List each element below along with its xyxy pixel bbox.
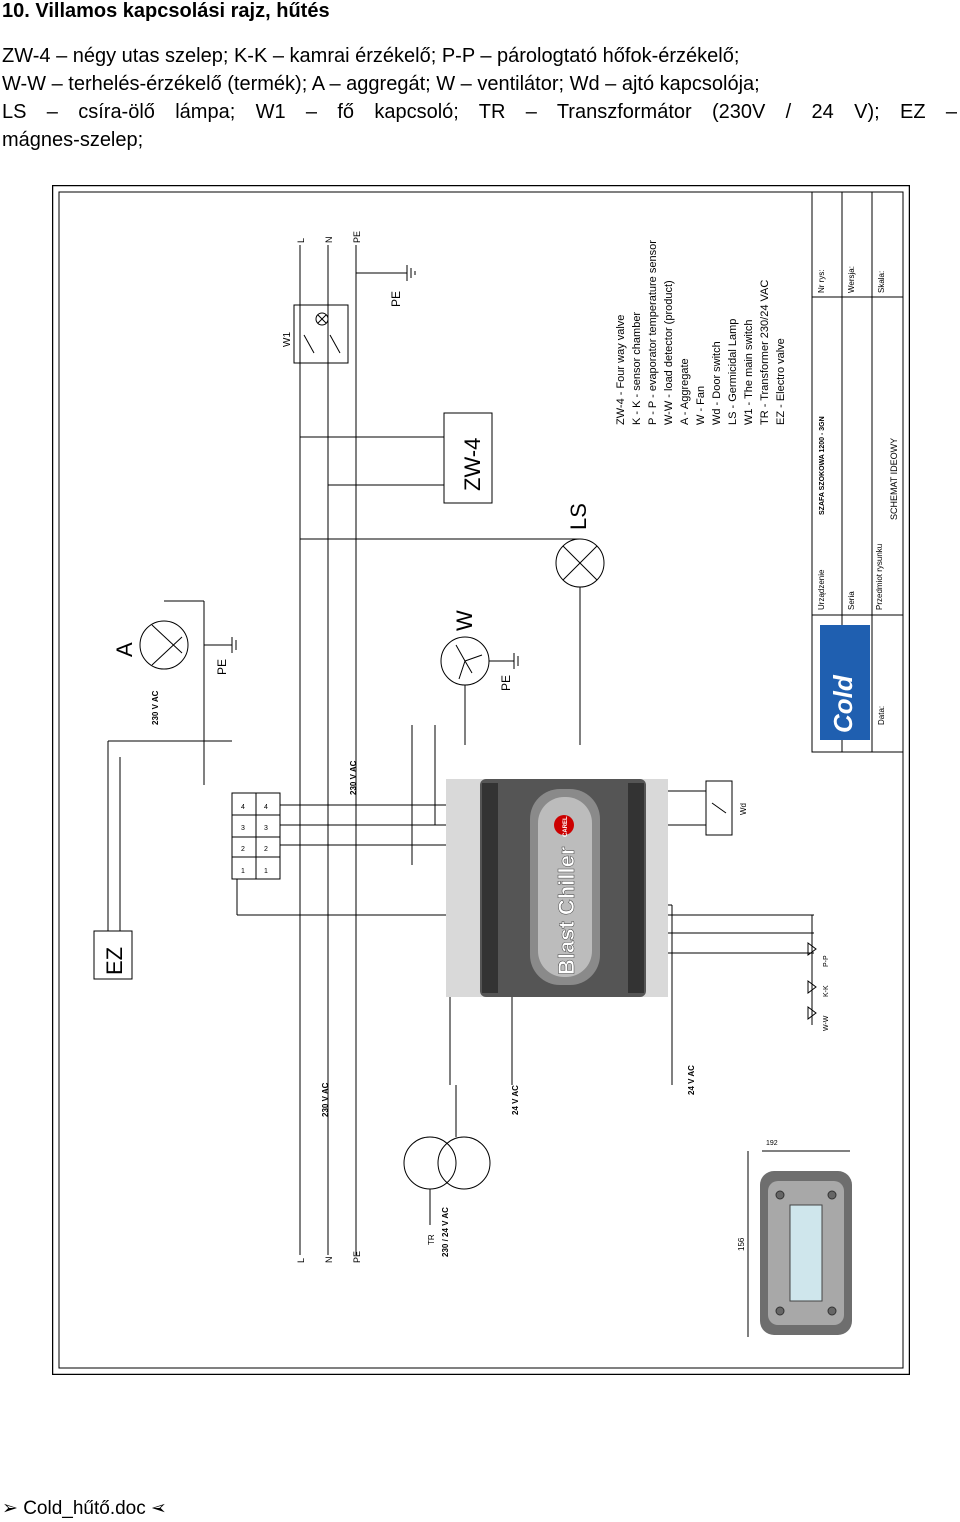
legend-line-1: ZW-4 – négy utas szelep; K-K – kamrai ér… (2, 45, 740, 67)
w1-label: W1 (282, 332, 293, 347)
page-title: 10. Villamos kapcsolási rajz, hűtés (2, 0, 330, 22)
main-switch-w1 (293, 304, 349, 364)
comp-legend-7: Wd - Door switch (711, 341, 723, 425)
pe-label-agg: PE (215, 659, 229, 675)
fan-w (434, 636, 519, 825)
tb-subject-value: SCHEMAT IDEOWY (889, 438, 899, 520)
comp-legend-2: K - K - sensor chamber (631, 312, 643, 425)
four-way-valve-zw4: ZW-4 (300, 412, 493, 504)
component-legend: ZW-4 - Four way valve K - K - sensor cha… (615, 240, 787, 425)
tb-date-label: Data: (877, 706, 886, 725)
footer-arrow-right-icon: ➢ (151, 1498, 167, 1519)
tb-device-label: Urządzenie (817, 569, 826, 610)
tb-device-value: SZAFA SZOKOWA 1200 - 3GN (819, 416, 826, 515)
transformer-tr (403, 1085, 491, 1225)
terminal-3a: 3 (241, 825, 245, 832)
wiring-diagram: Nr rys: Wersja: Skala: Urządzenie SZAFA … (51, 184, 911, 1376)
terminal-4b: 4 (264, 804, 268, 811)
ground-symbol-top (356, 265, 416, 281)
comp-legend-1: ZW-4 - Four way valve (615, 315, 627, 425)
voltage-label-5: 24 V AC (687, 1065, 696, 1095)
tr-label: TR (427, 1234, 436, 1245)
rail-top-pe: PE (352, 231, 362, 243)
comp-legend-9: W1 - The main switch (743, 319, 755, 425)
voltage-label-3: 230 V AC (321, 1082, 330, 1117)
rail-bot-n: N (324, 1257, 334, 1264)
solenoid-valve-ez: EZ (93, 740, 232, 980)
cold-logo (820, 625, 870, 740)
wd-label: Wd (739, 803, 748, 815)
pe-label-fan: PE (499, 675, 513, 691)
dim-top: 192 (766, 1140, 778, 1147)
rail-bot-l: L (296, 1258, 306, 1263)
comp-legend-6: W - Fan (695, 386, 707, 425)
comp-legend-10: TR - Transformer 230/24 VAC (759, 280, 771, 425)
terminal-2b: 2 (264, 846, 268, 853)
comp-legend-11: EZ - Electro valve (775, 338, 787, 425)
aggregate-a (139, 600, 237, 785)
tb-nr-label: Nr rys: (817, 269, 826, 293)
zw4-label: ZW-4 (460, 438, 485, 491)
sensor-pp-label: P-P (823, 955, 830, 967)
blast-chiller-controller: Blast Chiller CAREL (446, 779, 668, 997)
tr-rating: 230 / 24 V AC (441, 1207, 450, 1257)
sensor-kk-label: K-K (823, 985, 830, 997)
terminal-4a: 4 (241, 804, 245, 811)
title-block: Nr rys: Wersja: Skala: Urządzenie SZAFA … (811, 191, 904, 753)
comp-legend-5: A - Aggregate (679, 358, 691, 425)
terminal-1a: 1 (241, 868, 245, 875)
voltage-label-4: 24 V AC (511, 1085, 520, 1115)
tb-subject-label: Przedmiot rysunku (875, 544, 884, 610)
controller-name: Blast Chiller (554, 846, 579, 975)
tb-version-label: Wersja: (847, 266, 856, 293)
comp-legend-8: LS - Germicidal Lamp (727, 319, 739, 425)
controller-brand: CAREL (563, 816, 569, 837)
voltage-label-2: 230 V AC (349, 760, 358, 795)
comp-legend-4: W-W - load detector (product) (663, 280, 675, 425)
fan-label: W (452, 610, 477, 631)
footer-arrow-left-icon: ➢ (2, 1498, 18, 1519)
comp-legend-3: P - P - evaporator temperature sensor (647, 240, 659, 425)
tb-series-label: Seria (847, 591, 856, 610)
ez-label: EZ (102, 947, 127, 975)
dim-side: 156 (737, 1237, 746, 1251)
rail-top-l: L (296, 238, 306, 243)
legend-line-2: W-W – terhelés-érzékelő (termék); A – ag… (2, 73, 760, 95)
legend-line-3: LS – csíra-ölő lámpa; W1 – fő kapcsoló; … (2, 101, 957, 123)
footer-filename: Cold_hűtő.doc (23, 1498, 146, 1519)
terminal-1b: 1 (264, 868, 268, 875)
sensor-ww-label: W-W (823, 1015, 830, 1031)
document-footer: ➢ Cold_hűtő.doc ➢ (2, 1497, 167, 1520)
terminal-3b: 3 (264, 825, 268, 832)
ls-label: LS (566, 503, 591, 530)
rail-bot-pe: PE (352, 1251, 362, 1263)
door-switch-wd (668, 780, 733, 836)
tb-scale-label: Skala: (877, 271, 886, 293)
power-rails (299, 245, 357, 1255)
terminal-2a: 2 (241, 846, 245, 853)
rail-top-n: N (324, 237, 334, 244)
germicidal-lamp-ls (300, 538, 605, 745)
terminal-block (231, 792, 281, 880)
logo-text: Cold (828, 674, 858, 733)
aggregate-label: A (112, 642, 137, 657)
pe-label-top: PE (389, 291, 403, 307)
display-panel: 192 156 (737, 1140, 852, 1337)
abbreviation-legend: ZW-4 – négy utas szelep; K-K – kamrai ér… (2, 42, 957, 154)
legend-line-4: mágnes-szelep; (2, 129, 144, 151)
voltage-label-1: 230 V AC (151, 690, 160, 725)
sensors (668, 914, 817, 1025)
